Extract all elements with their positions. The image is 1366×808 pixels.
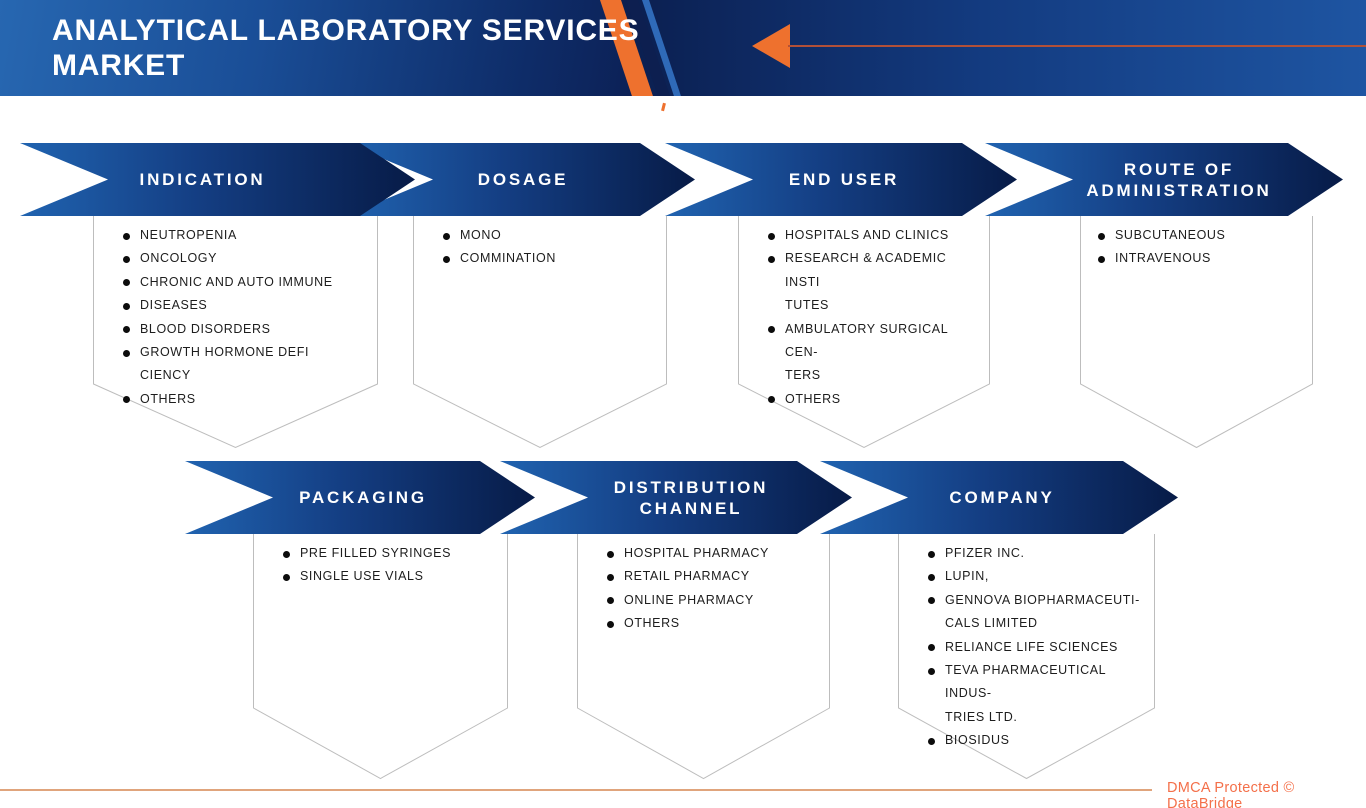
panel-outline bbox=[1080, 216, 1313, 449]
list-item: AMBULATORY SURGICAL CEN- TERS bbox=[768, 318, 982, 388]
list-item: DISEASES bbox=[123, 294, 370, 317]
panel-outline bbox=[577, 534, 830, 780]
segment-banner-company: COMPANY bbox=[820, 461, 1178, 534]
dmca-protection-label: DMCA Protected © DataBridge bbox=[1167, 780, 1295, 808]
list-item: MONO bbox=[443, 224, 659, 247]
list-item: OTHERS bbox=[768, 388, 982, 411]
segment-items: SUBCUTANEOUS INTRAVENOUS bbox=[1080, 216, 1313, 271]
list-item: BLOOD DISORDERS bbox=[123, 318, 370, 341]
segment-panel-distribution-channel: HOSPITAL PHARMACY RETAIL PHARMACY ONLINE… bbox=[577, 534, 830, 780]
left-arrow-icon bbox=[752, 24, 790, 68]
segment-label: PACKAGING bbox=[299, 488, 427, 507]
segment-items: PFIZER INC. LUPIN, GENNOVA BIOPHARMACEUT… bbox=[898, 534, 1155, 753]
panel-outline bbox=[413, 216, 667, 449]
panel-outline bbox=[93, 216, 378, 449]
list-item: ONLINE PHARMACY bbox=[607, 589, 822, 612]
segment-items: HOSPITALS AND CLINICS RESEARCH & ACADEMI… bbox=[738, 216, 990, 411]
list-item: OTHERS bbox=[123, 388, 370, 411]
list-item: RESEARCH & ACADEMIC INSTI TUTES bbox=[768, 247, 982, 317]
segment-panel-company: PFIZER INC. LUPIN, GENNOVA BIOPHARMACEUT… bbox=[898, 534, 1155, 780]
accent-tick bbox=[661, 102, 666, 112]
list-item: RETAIL PHARMACY bbox=[607, 565, 822, 588]
segment-items: MONO COMMINATION bbox=[413, 216, 667, 271]
list-item: OTHERS bbox=[607, 612, 822, 635]
segment-banner-end-user: END USER bbox=[665, 143, 1017, 216]
list-item: INTRAVENOUS bbox=[1098, 247, 1305, 270]
segment-banner-route-of-administration: ROUTE OF ADMINISTRATION bbox=[985, 143, 1343, 216]
segment-panel-indication: NEUTROPENIA ONCOLOGY CHRONIC AND AUTO IM… bbox=[93, 216, 378, 449]
segment-label: DISTRIBUTION CHANNEL bbox=[613, 477, 769, 518]
segment-panel-end-user: HOSPITALS AND CLINICS RESEARCH & ACADEMI… bbox=[738, 216, 990, 449]
page-title: ANALYTICAL LABORATORY SERVICES MARKET bbox=[52, 14, 640, 82]
segment-banner-indication: INDICATION bbox=[20, 143, 415, 216]
panel-outline bbox=[898, 534, 1155, 780]
list-item: SINGLE USE VIALS bbox=[283, 565, 500, 588]
header-title-block bbox=[0, 0, 632, 96]
list-item: ONCOLOGY bbox=[123, 247, 370, 270]
list-item: PRE FILLED SYRINGES bbox=[283, 542, 500, 565]
panel-outline bbox=[738, 216, 990, 449]
list-item: TEVA PHARMACEUTICAL INDUS- TRIES LTD. bbox=[928, 659, 1147, 729]
segment-label: ROUTE OF ADMINISTRATION bbox=[1086, 159, 1272, 200]
list-item: HOSPITALS AND CLINICS bbox=[768, 224, 982, 247]
list-item: BIOSIDUS bbox=[928, 729, 1147, 752]
list-item: PFIZER INC. bbox=[928, 542, 1147, 565]
arrow-tail-line bbox=[788, 45, 1366, 47]
segment-label: END USER bbox=[788, 170, 900, 189]
list-item: RELIANCE LIFE SCIENCES bbox=[928, 636, 1147, 659]
list-item: GROWTH HORMONE DEFI CIENCY bbox=[123, 341, 370, 388]
segment-items: NEUTROPENIA ONCOLOGY CHRONIC AND AUTO IM… bbox=[93, 216, 378, 411]
segment-label: DOSAGE bbox=[477, 170, 569, 189]
segment-label: COMPANY bbox=[949, 488, 1055, 507]
segment-items: HOSPITAL PHARMACY RETAIL PHARMACY ONLINE… bbox=[577, 534, 830, 636]
list-item: GENNOVA BIOPHARMACEUTI- CALS LIMITED bbox=[928, 589, 1147, 636]
list-item: NEUTROPENIA bbox=[123, 224, 370, 247]
list-item: COMMINATION bbox=[443, 247, 659, 270]
list-item: SUBCUTANEOUS bbox=[1098, 224, 1305, 247]
segment-panel-route-of-administration: SUBCUTANEOUS INTRAVENOUS bbox=[1080, 216, 1313, 449]
footer-divider-line bbox=[0, 789, 1152, 791]
list-item: CHRONIC AND AUTO IMMUNE bbox=[123, 271, 370, 294]
panel-outline bbox=[253, 534, 508, 780]
page-header: ANALYTICAL LABORATORY SERVICES MARKET bbox=[0, 0, 1366, 96]
segment-items: PRE FILLED SYRINGES SINGLE USE VIALS bbox=[253, 534, 508, 589]
list-item: HOSPITAL PHARMACY bbox=[607, 542, 822, 565]
list-item: LUPIN, bbox=[928, 565, 1147, 588]
segment-panel-packaging: PRE FILLED SYRINGES SINGLE USE VIALS bbox=[253, 534, 508, 780]
segment-banner-packaging: PACKAGING bbox=[185, 461, 535, 534]
segment-label: INDICATION bbox=[139, 170, 266, 189]
segment-panel-dosage: MONO COMMINATION bbox=[413, 216, 667, 449]
segment-banner-distribution-channel: DISTRIBUTION CHANNEL bbox=[500, 461, 852, 534]
